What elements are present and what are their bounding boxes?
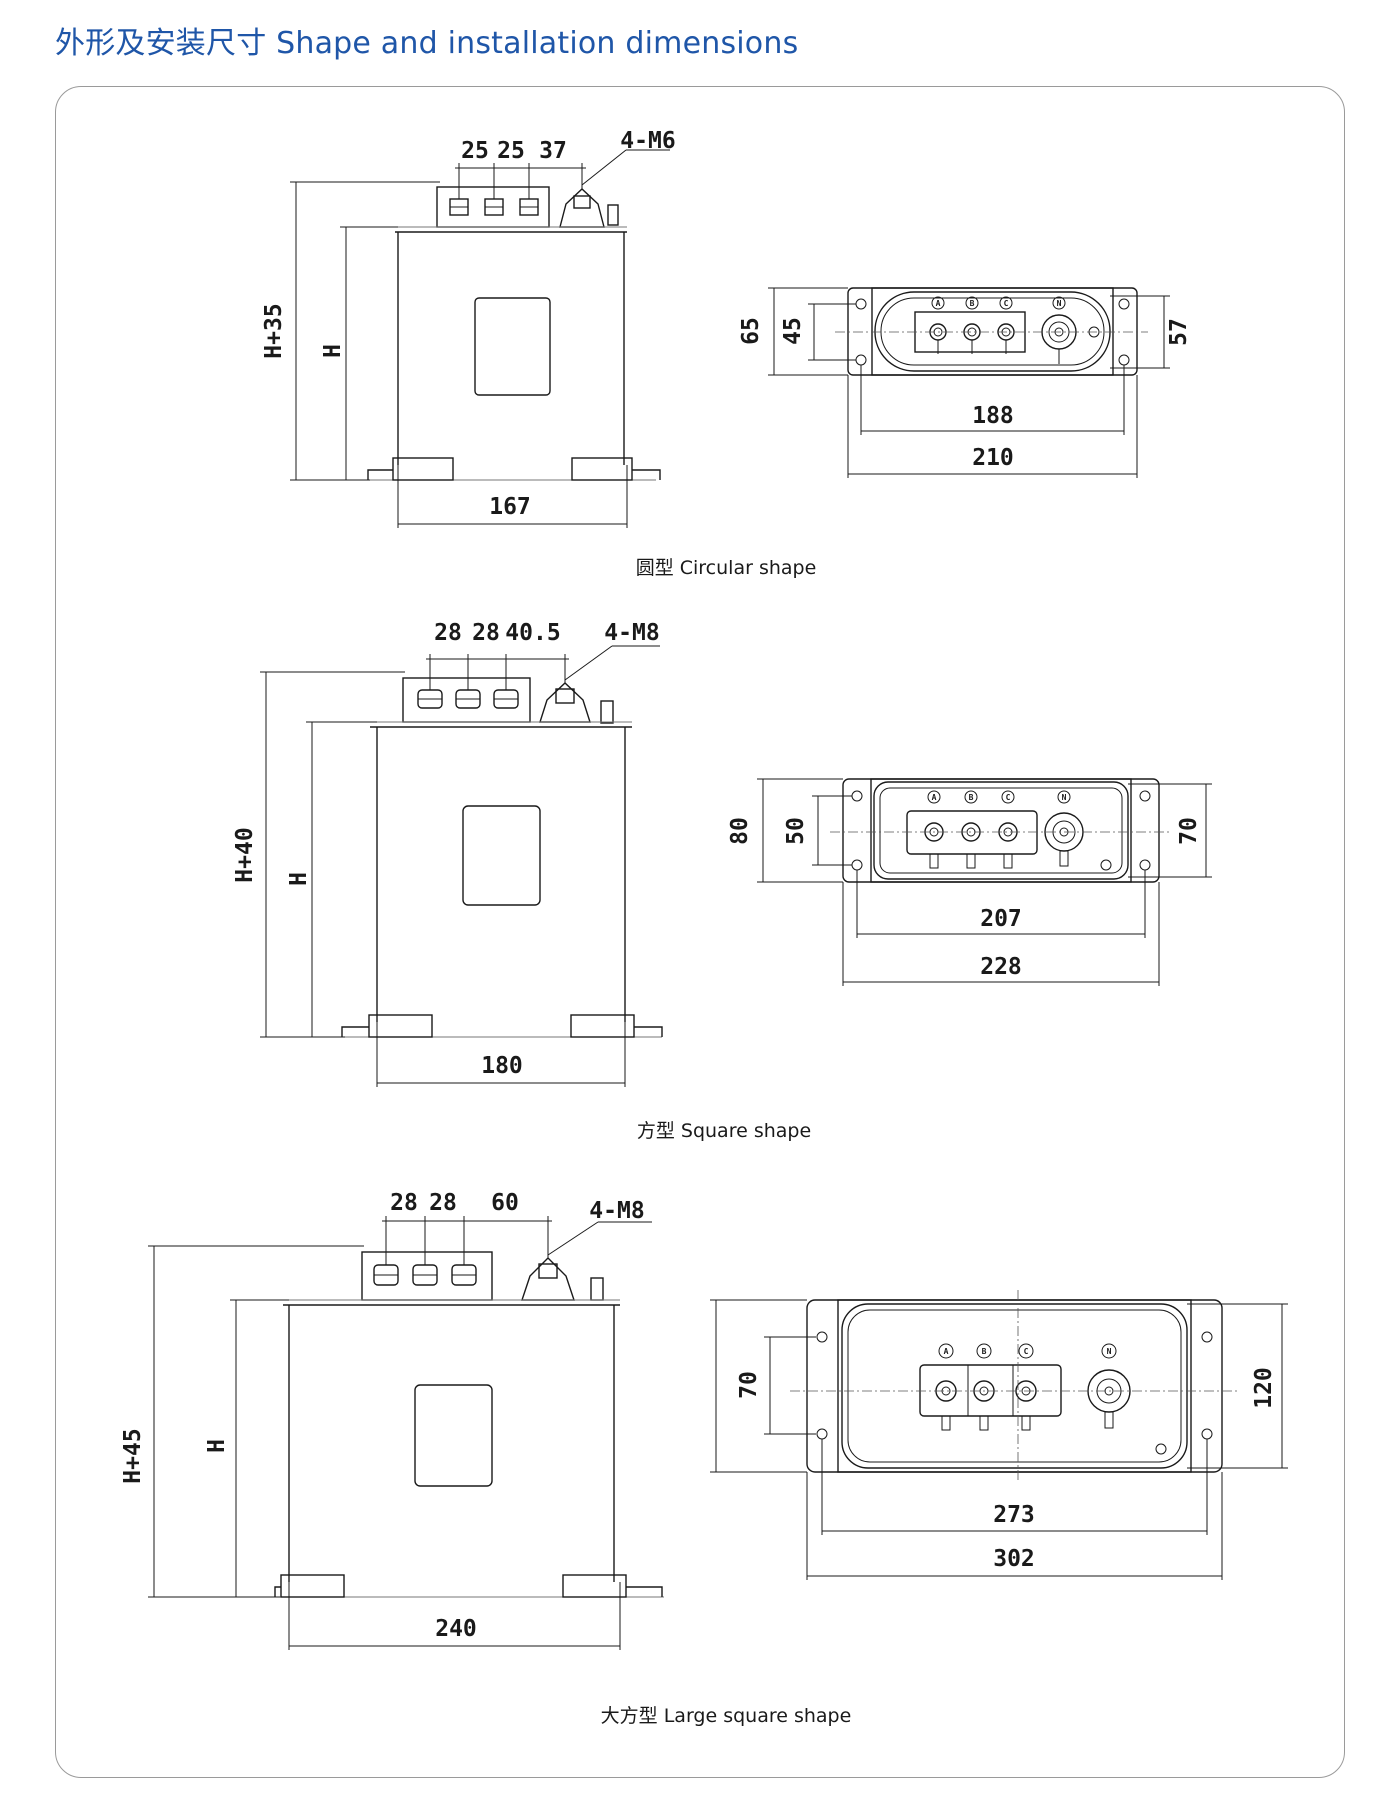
dim-top-1-c: 25 <box>461 138 489 164</box>
front-view-large-square: 28 28 60 4-M8 H+45 H 240 <box>120 1190 664 1650</box>
front-view-square: 28 28 40.5 4-M8 H+40 H 180 <box>232 620 663 1087</box>
phase-n-l: N <box>1107 1347 1112 1356</box>
caption-circular: 圆型 Circular shape <box>636 557 817 579</box>
dim-left-outer-c: 65 <box>738 317 764 345</box>
dim-left-inner-s: 50 <box>783 817 809 845</box>
phase-c-l: C <box>1024 1347 1029 1356</box>
phase-b-l: B <box>982 1347 987 1356</box>
top-view-large-square: A B C N 70 120 273 302 <box>710 1290 1288 1580</box>
phase-b-c: B <box>970 299 975 308</box>
top-view-square: A B C N 80 50 70 207 228 <box>727 778 1212 986</box>
dim-top-1-s: 28 <box>434 620 462 646</box>
dim-top-2-l: 28 <box>429 1190 457 1216</box>
page-title: 外形及安装尺寸 Shape and installation dimension… <box>55 26 799 61</box>
dim-top-2-s: 28 <box>472 620 500 646</box>
dim-left-outer-s: 80 <box>727 817 753 845</box>
dim-right-l: 120 <box>1251 1367 1277 1409</box>
dim-outer-width-c: 210 <box>972 445 1014 471</box>
dim-inner-width-s: 207 <box>980 906 1022 932</box>
dim-total-height-c: H+35 <box>261 303 287 358</box>
caption-large-square: 大方型 Large square shape <box>601 1705 852 1727</box>
caption-square: 方型 Square shape <box>637 1120 811 1142</box>
phase-n-s: N <box>1062 793 1067 802</box>
dim-height-s: H <box>286 872 312 886</box>
dim-top-3-c: 37 <box>539 138 567 164</box>
dim-height-l: H <box>204 1439 230 1453</box>
phase-c-c: C <box>1004 299 1009 308</box>
top-view-circular: A B C N 65 45 57 188 210 <box>738 287 1192 478</box>
dim-bolt-l: 4-M8 <box>589 1198 644 1224</box>
dim-height-c: H <box>320 344 346 358</box>
dim-bolt-c: 4-M6 <box>620 128 675 154</box>
phase-b-s: B <box>969 793 974 802</box>
dim-width-l: 240 <box>435 1616 477 1642</box>
phase-a-c: A <box>936 299 941 308</box>
dim-top-3-s: 40.5 <box>505 620 560 646</box>
diagram-large-square: 28 28 60 4-M8 H+45 H 240 <box>120 1190 1288 1727</box>
dim-inner-width-l: 273 <box>993 1502 1035 1528</box>
dim-left-outer-l: 70 <box>736 1371 762 1399</box>
phase-n-c: N <box>1057 299 1062 308</box>
dim-width-s: 180 <box>481 1053 523 1079</box>
dim-top-2-c: 25 <box>497 138 525 164</box>
dim-total-height-s: H+40 <box>232 827 258 882</box>
dim-total-height-l: H+45 <box>120 1428 146 1483</box>
dim-right-s: 70 <box>1176 817 1202 845</box>
diagram-square: 28 28 40.5 4-M8 H+40 H 180 <box>232 620 1212 1142</box>
dim-inner-width-c: 188 <box>972 403 1014 429</box>
dim-right-c: 57 <box>1166 318 1192 346</box>
content-frame <box>55 86 1345 1778</box>
phase-a-s: A <box>932 793 937 802</box>
dim-top-3-l: 60 <box>491 1190 519 1216</box>
phase-c-s: C <box>1006 793 1011 802</box>
dim-outer-width-l: 302 <box>993 1546 1035 1572</box>
diagram-circular: 25 25 37 4-M6 H+35 H 167 <box>261 128 1192 579</box>
dim-outer-width-s: 228 <box>980 954 1022 980</box>
dim-bolt-s: 4-M8 <box>604 620 659 646</box>
dim-left-inner-c: 45 <box>780 317 806 345</box>
dim-width-c: 167 <box>489 494 531 520</box>
phase-a-l: A <box>944 1347 949 1356</box>
front-view-circular: 25 25 37 4-M6 H+35 H 167 <box>261 128 676 528</box>
dim-top-1-l: 28 <box>390 1190 418 1216</box>
